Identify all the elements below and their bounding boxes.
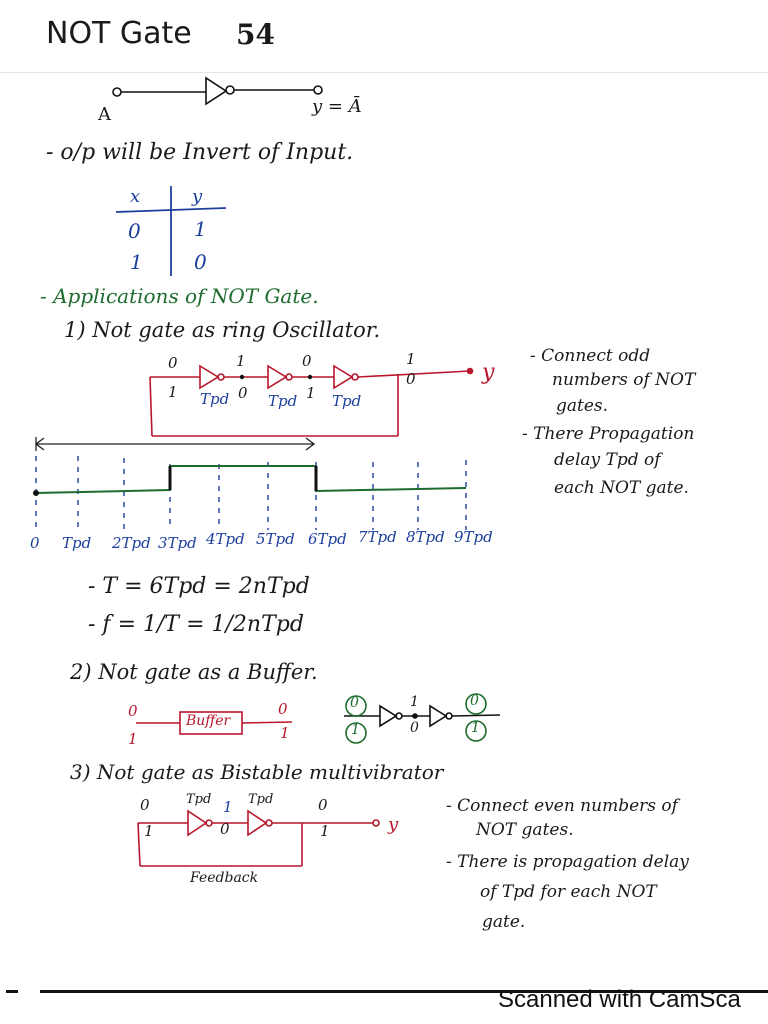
ring-output-label: y	[482, 360, 495, 385]
ring-top-value: 1	[236, 352, 246, 370]
ring-bottom-value: 0	[238, 384, 248, 402]
period-equation: - T = 6Tpd = 2nTpd	[88, 574, 310, 599]
buffer-in-bottom: 1	[128, 730, 138, 748]
ring-bottom-value: 1	[168, 383, 178, 401]
timing-label: Tpd	[62, 534, 92, 552]
chain-circled-bottom: 1	[471, 720, 480, 736]
timing-waveform	[35, 465, 467, 494]
timing-gridlines	[35, 456, 467, 530]
truth-cell: 0	[128, 219, 141, 243]
frequency-equation: - f = 1/T = 1/2nTpd	[88, 612, 304, 637]
chain-circled-top: 0	[350, 695, 359, 711]
waveform-edges	[33, 466, 318, 496]
buffer-in-top: 0	[128, 702, 138, 720]
bistable-top-value: 0	[318, 796, 328, 814]
applications-heading: - Applications of NOT Gate.	[40, 284, 319, 308]
page-title: NOT Gate	[46, 16, 192, 51]
timing-label: 4Tpd	[206, 530, 245, 548]
chain-circled-bottom: 1	[351, 722, 360, 738]
timing-label: 7Tpd	[358, 528, 397, 546]
timing-label: 8Tpd	[406, 528, 445, 546]
statement-text: - o/p will be Invert of Input.	[46, 140, 354, 165]
ring-gate-delay: Tpd	[332, 392, 362, 410]
bistable-top-value: 1	[223, 798, 233, 816]
buffer-out-top: 0	[278, 700, 288, 718]
truth-cell: 1	[130, 250, 143, 274]
ring-oscillator-circuit	[149, 364, 474, 437]
truth-table-grid	[115, 186, 227, 276]
buffer-out-bottom: 1	[280, 724, 290, 742]
note-line: - Connect even numbers of	[446, 796, 678, 816]
not-gate-symbol	[112, 76, 323, 106]
bistable-circuit	[137, 809, 380, 867]
scanner-watermark: Scanned with CamSca	[498, 986, 741, 1013]
bistable-top-value: 0	[140, 796, 150, 814]
ring-top-value: 0	[168, 354, 178, 372]
bistable-bottom-value: 1	[320, 822, 330, 840]
chain-top-mid: 1	[410, 694, 419, 710]
bistable-bottom-value: 1	[144, 822, 154, 840]
truth-cell: 0	[194, 250, 207, 274]
input-label: A	[98, 104, 111, 125]
buffer-label: Buffer	[186, 713, 231, 729]
timing-label: 3Tpd	[158, 534, 197, 552]
note-line: numbers of NOT	[552, 370, 696, 390]
truth-header-y: y	[192, 186, 203, 207]
buffer-circled-values	[345, 693, 487, 744]
note-line: - Connect odd	[530, 346, 651, 366]
page-number: 54	[236, 18, 275, 51]
note-line: each NOT gate.	[554, 478, 689, 498]
note-line: - There is propagation delay	[446, 852, 689, 872]
ring-gate-delay: Tpd	[200, 390, 230, 408]
bistable-gate-delay: Tpd	[248, 792, 274, 807]
chain-bottom-mid: 0	[410, 720, 419, 736]
chain-circled-top: 0	[470, 693, 479, 709]
ring-bottom-value: 0	[406, 370, 416, 388]
app1-heading: 1) Not gate as ring Oscillator.	[64, 318, 381, 342]
ring-bottom-value: 1	[306, 384, 316, 402]
bistable-output-label: y	[388, 814, 399, 835]
note-line: NOT gates.	[476, 820, 574, 840]
note-line: gate.	[482, 912, 526, 932]
feedback-label: Feedback	[190, 870, 259, 886]
footer-dash	[6, 990, 18, 993]
note-line: gates.	[556, 396, 609, 416]
footer-rule	[40, 990, 768, 993]
note-line: delay Tpd of	[554, 450, 661, 470]
app2-heading: 2) Not gate as a Buffer.	[70, 660, 318, 684]
timing-label: 9Tpd	[454, 528, 493, 546]
timing-label: 2Tpd	[112, 534, 151, 552]
ring-top-value: 0	[302, 352, 312, 370]
truth-header-x: x	[130, 186, 141, 207]
bistable-gate-delay: Tpd	[186, 792, 212, 807]
timing-label: 0	[30, 534, 40, 552]
bistable-bottom-value: 0	[220, 820, 230, 838]
ring-top-value: 1	[406, 350, 416, 368]
buffer-chain	[344, 704, 501, 728]
note-line: - There Propagation	[522, 424, 695, 444]
ring-nodes	[239, 374, 313, 380]
timing-label: 6Tpd	[308, 530, 347, 548]
buffer-block	[136, 711, 293, 735]
timing-arrow	[34, 437, 316, 451]
timing-label: 5Tpd	[256, 530, 295, 548]
app3-heading: 3) Not gate as Bistable multivibrator	[70, 760, 444, 784]
scanner-footer	[0, 988, 768, 1024]
note-line: of Tpd for each NOT	[480, 882, 657, 902]
truth-cell: 1	[194, 217, 207, 241]
ring-gate-delay: Tpd	[268, 392, 298, 410]
title-rule	[0, 72, 768, 73]
output-label: y = Ā	[312, 96, 362, 117]
